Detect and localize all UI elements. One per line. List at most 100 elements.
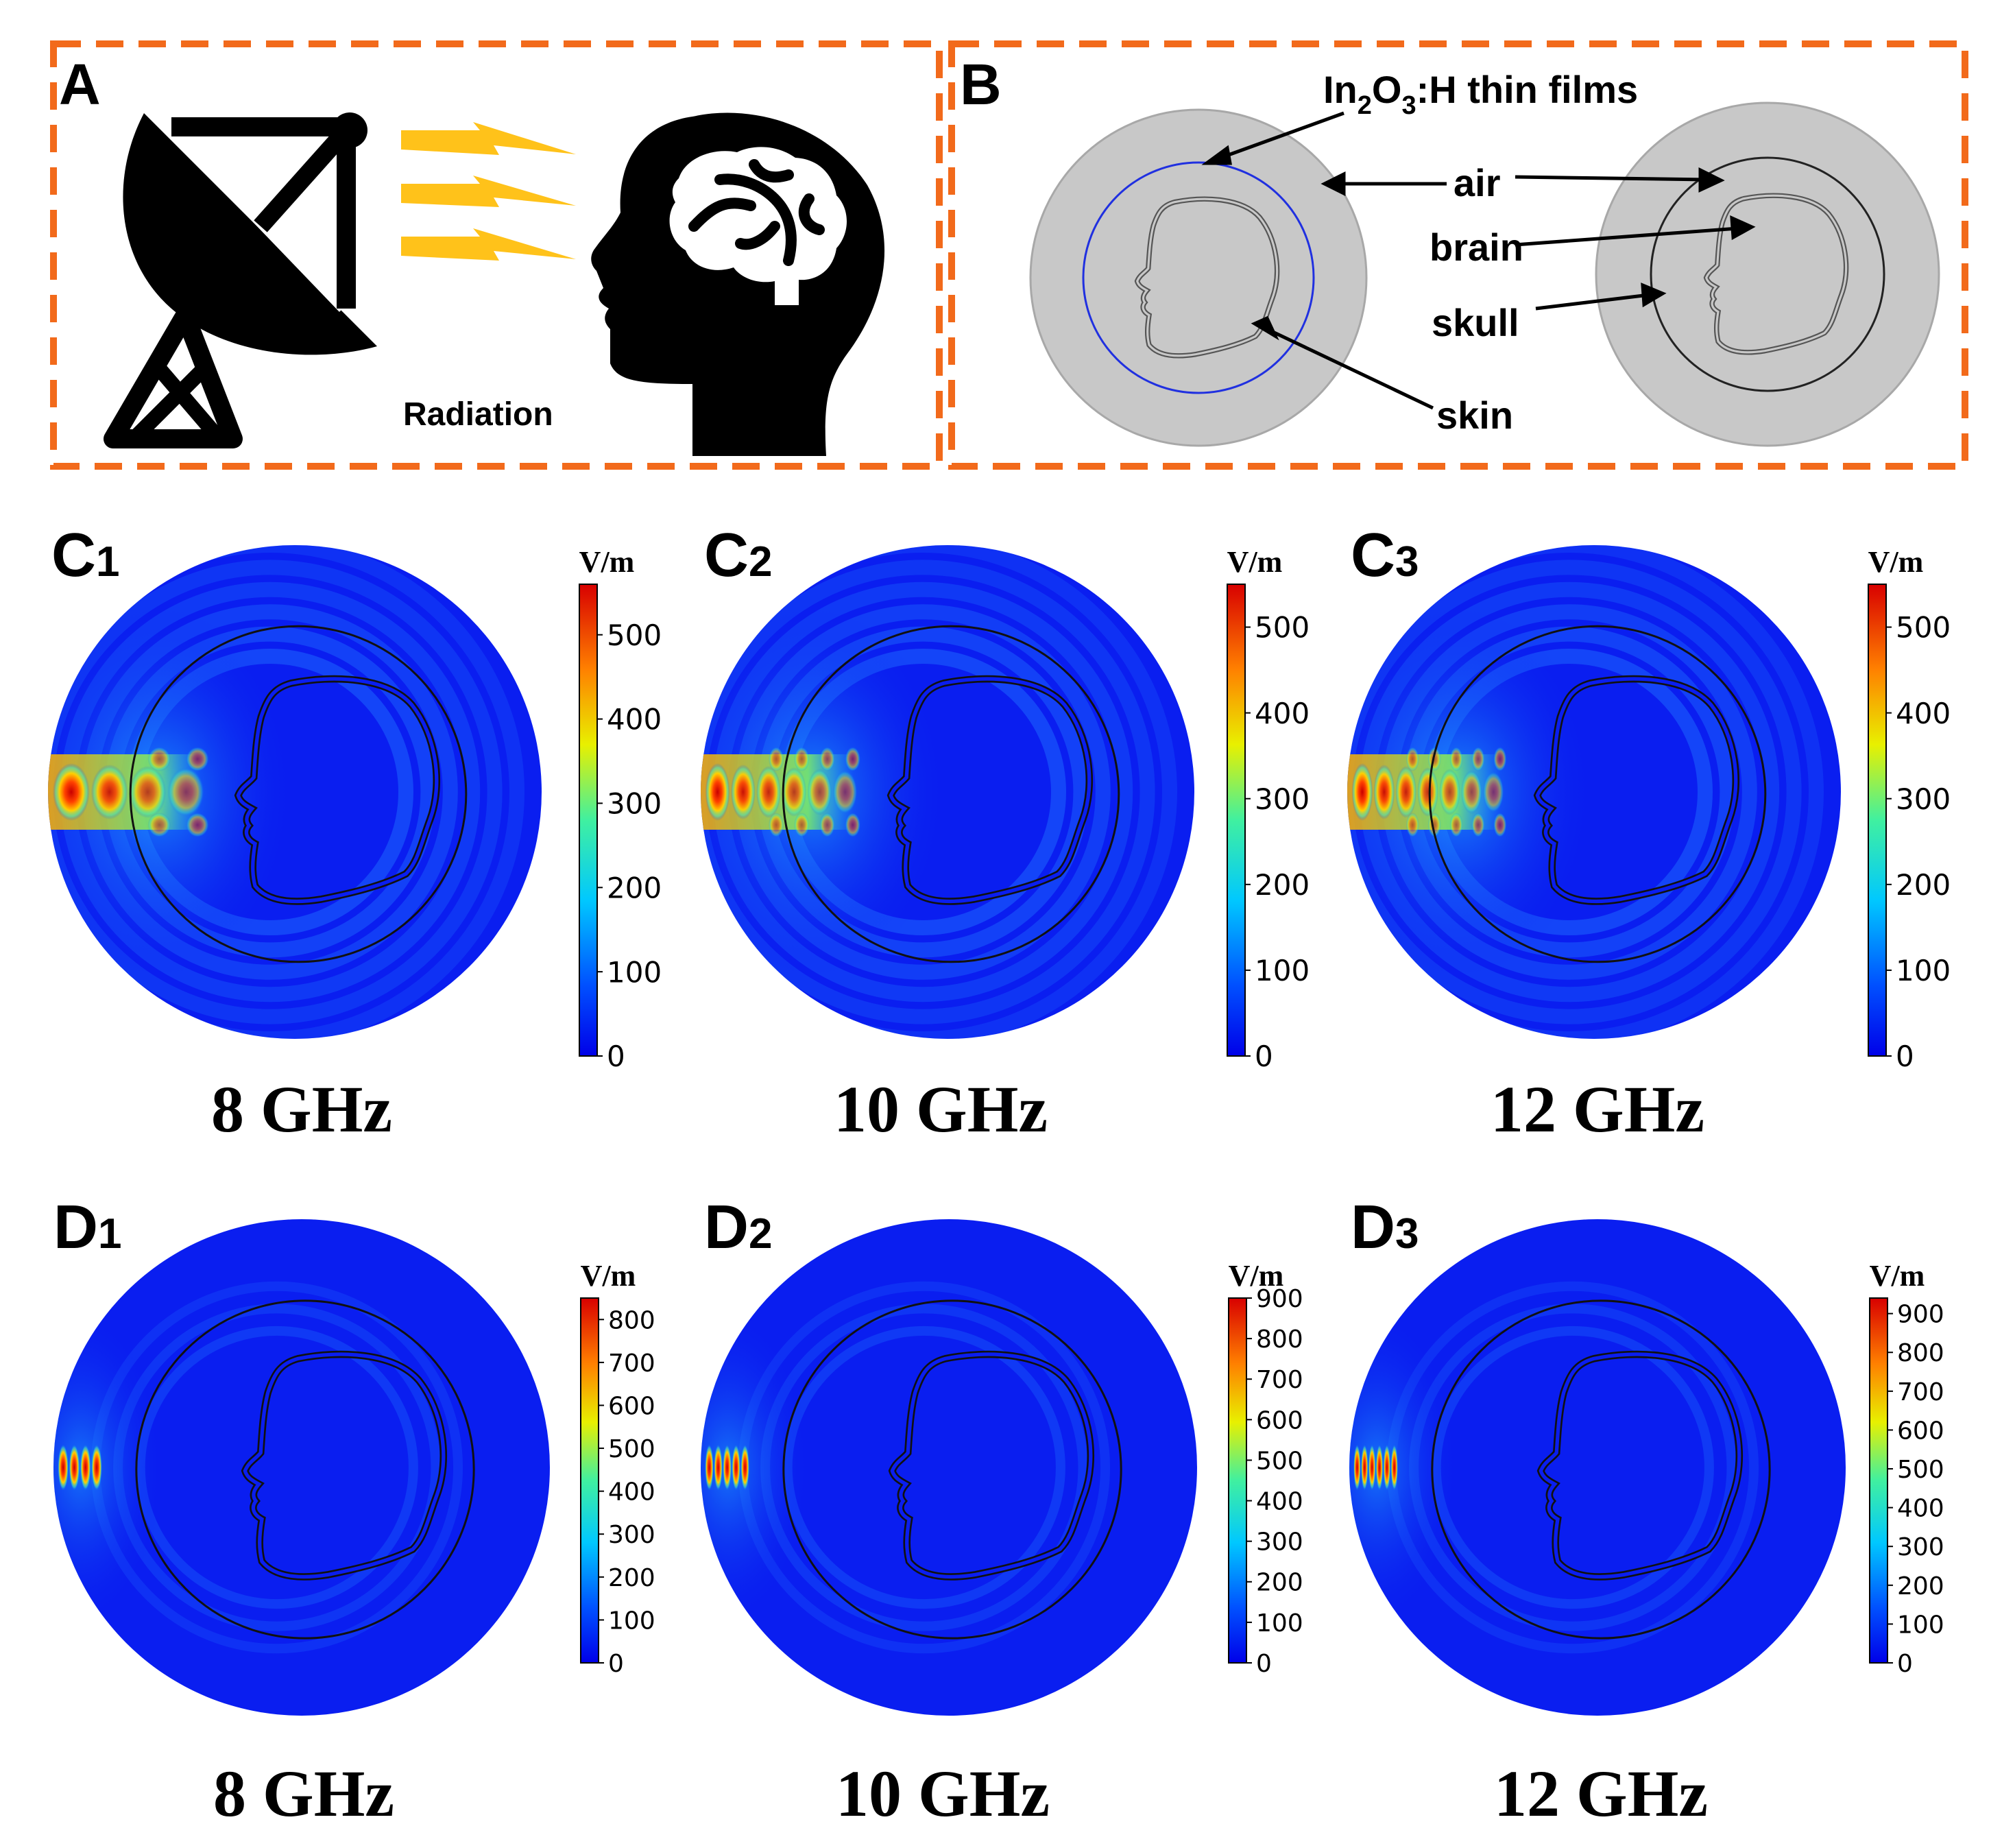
film-ring bbox=[129, 625, 468, 963]
field-disc bbox=[1349, 1219, 1846, 1716]
field-hotspot bbox=[1375, 1444, 1384, 1491]
field-hotspot bbox=[1368, 1444, 1376, 1491]
panel-c1-label: C1 bbox=[51, 521, 119, 590]
field-hotspot bbox=[714, 1444, 723, 1491]
field-hotspot bbox=[730, 765, 756, 819]
interference-arc bbox=[701, 560, 1155, 1024]
panel-b: B In2O3:H thin films air brain skull ski… bbox=[948, 40, 1968, 470]
colorbar-tick-label: 500 bbox=[1896, 611, 1951, 645]
panel-d1-label: D1 bbox=[53, 1193, 121, 1262]
interference-arc bbox=[1347, 560, 1802, 1024]
domain-right bbox=[1595, 101, 1940, 447]
head-brain-icon bbox=[591, 112, 885, 457]
field-pattern bbox=[701, 1281, 1111, 1654]
panel-b-label: B bbox=[960, 52, 1002, 117]
colorbar-tick-label: 100 bbox=[1256, 1609, 1303, 1637]
colorbar-tick-label: 900 bbox=[1256, 1285, 1303, 1313]
colorbar-tick-label: 300 bbox=[608, 1521, 655, 1549]
colorbar bbox=[1227, 584, 1246, 1057]
colorbar-tick-label: 400 bbox=[1256, 1488, 1303, 1516]
skin-label: skin bbox=[1436, 394, 1513, 437]
colorbar-tick-label: 100 bbox=[1255, 954, 1310, 987]
colorbar-tick-label: 300 bbox=[1897, 1533, 1944, 1561]
field-hotspot bbox=[769, 747, 784, 771]
field-hotspot bbox=[1439, 769, 1460, 815]
field-hotspot bbox=[147, 813, 171, 837]
colorbar bbox=[580, 1297, 599, 1664]
field-hotspot bbox=[69, 1444, 80, 1491]
field-hotspot bbox=[732, 1444, 740, 1491]
colorbar-tick-label: 400 bbox=[608, 1478, 655, 1507]
field-pattern bbox=[1349, 1281, 1759, 1654]
field-disc bbox=[53, 1219, 550, 1716]
colorbar-unit: V/m bbox=[1227, 545, 1283, 579]
frequency-label: 10 GHz bbox=[834, 1072, 1048, 1146]
colorbar-unit: V/m bbox=[1870, 1259, 1925, 1293]
field-hotspot bbox=[782, 767, 807, 817]
colorbar-tick-label: 0 bbox=[1255, 1040, 1273, 1073]
field-hotspot bbox=[705, 1444, 714, 1491]
interference-arc bbox=[1347, 545, 1824, 1039]
colorbar-tick-label: 300 bbox=[1896, 782, 1951, 816]
lightning-bolt-icon bbox=[401, 122, 576, 261]
colorbar-tick-label: 300 bbox=[1256, 1528, 1303, 1557]
colorbar-tick-label: 400 bbox=[1896, 697, 1951, 730]
field-hotspot bbox=[1461, 770, 1482, 814]
field-hotspot bbox=[1361, 1444, 1368, 1491]
colorbar-tick-label: 100 bbox=[1897, 1611, 1944, 1639]
panel-a: A Radiation bbox=[50, 40, 943, 470]
colorbar-tick-label: 600 bbox=[608, 1392, 655, 1420]
colorbar-unit: V/m bbox=[1868, 545, 1924, 579]
colorbar-tick-label: 0 bbox=[608, 1650, 624, 1678]
colorbar-tick-label: 0 bbox=[1897, 1650, 1913, 1678]
colorbar-tick-label: 500 bbox=[1897, 1456, 1944, 1484]
colorbar-tick-label: 0 bbox=[1896, 1040, 1914, 1073]
field-pattern bbox=[701, 545, 1177, 1039]
frequency-label: 12 GHz bbox=[1494, 1757, 1708, 1830]
field-hotspot bbox=[1395, 766, 1417, 818]
field-hotspot bbox=[1383, 1444, 1391, 1491]
field-hotspot bbox=[80, 1444, 91, 1491]
field-hotspot bbox=[91, 765, 128, 819]
field-hotspot bbox=[1417, 767, 1438, 817]
colorbar-tick-label: 500 bbox=[1255, 611, 1310, 645]
colorbar-unit: V/m bbox=[579, 545, 635, 579]
interference-arc bbox=[48, 545, 524, 1039]
field-hotspot bbox=[129, 766, 167, 818]
panel-c3-label: C3 bbox=[1351, 521, 1419, 590]
field-hotspot bbox=[819, 813, 835, 837]
colorbar-tick-label: 200 bbox=[1256, 1569, 1303, 1597]
field-pattern bbox=[53, 1281, 463, 1654]
field-hotspot bbox=[1471, 813, 1485, 837]
colorbar-tick-label: 900 bbox=[1897, 1301, 1944, 1329]
panel-c2-label: C2 bbox=[704, 521, 772, 590]
field-hotspot bbox=[769, 813, 784, 837]
colorbar bbox=[1869, 1297, 1888, 1664]
colorbar-tick-label: 100 bbox=[1896, 954, 1951, 987]
field-pattern bbox=[1347, 545, 1824, 1039]
colorbar-tick-label: 800 bbox=[608, 1306, 655, 1334]
field-hotspot bbox=[1482, 771, 1504, 813]
colorbar-tick-label: 0 bbox=[607, 1040, 625, 1073]
field-hotspot bbox=[794, 747, 810, 771]
colorbar-tick-label: 300 bbox=[1255, 782, 1310, 816]
field-hotspot bbox=[91, 1444, 102, 1491]
panel-a-frame bbox=[50, 40, 943, 470]
field-hotspot bbox=[740, 1444, 749, 1491]
field-hotspot bbox=[832, 770, 858, 814]
colorbar bbox=[1868, 584, 1887, 1057]
air-label: air bbox=[1454, 161, 1501, 204]
colorbar-unit: V/m bbox=[1229, 1259, 1284, 1293]
field-hotspot bbox=[723, 1444, 732, 1491]
colorbar-tick-label: 600 bbox=[1897, 1417, 1944, 1445]
thin-film-ring bbox=[1082, 161, 1315, 394]
field-hotspot bbox=[1373, 765, 1395, 819]
field-disc bbox=[701, 1219, 1197, 1716]
brain-label: brain bbox=[1430, 226, 1523, 269]
interference-arc bbox=[701, 545, 1177, 1039]
panel-b-frame bbox=[948, 40, 1968, 470]
